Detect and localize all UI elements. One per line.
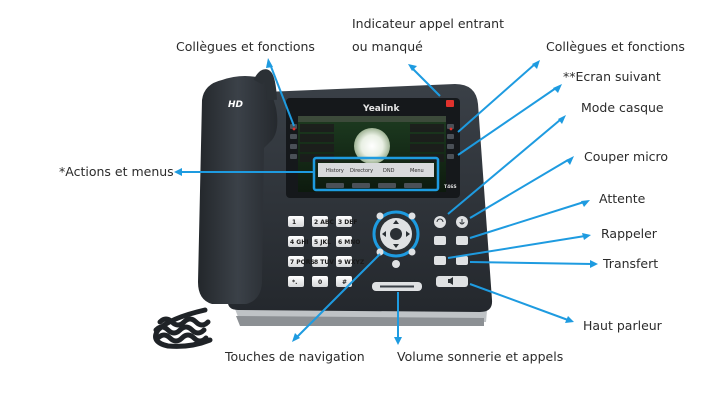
arrow-attente [469, 200, 590, 239]
dial-keypad[interactable]: 1 2 ABC 3 DEF 4 GHI 5 JKL 6 MNO 7 PQRS 8… [288, 216, 365, 287]
label-indicateur-line2: ou manqué [352, 39, 423, 54]
label-couper-micro: Couper micro [584, 149, 669, 164]
line-keys-right[interactable] [447, 124, 454, 159]
hd-badge: HD [228, 100, 244, 110]
arrow-collegues-right [457, 60, 540, 133]
key-3: 3 DEF [338, 219, 357, 226]
arrow-touches-navigation [292, 253, 381, 342]
message-key[interactable] [434, 236, 446, 245]
label-collegues-left: Collègues et fonctions [176, 39, 315, 54]
label-mode-casque: Mode casque [581, 100, 664, 115]
arrow-volume [394, 292, 402, 345]
key-star: *. [292, 279, 297, 286]
arrow-actions-menus [174, 156, 440, 192]
arrow-collegues-left [266, 58, 295, 127]
handset[interactable]: HD [198, 69, 278, 304]
softkey-dnd: DND [383, 168, 395, 174]
label-volume: Volume sonnerie et appels [397, 349, 564, 364]
function-keys[interactable] [434, 216, 468, 287]
headset-icon [436, 218, 444, 223]
arrow-rappeler [447, 233, 591, 259]
dandelion-wallpaper [354, 128, 390, 164]
message-led [446, 100, 454, 107]
ok-button[interactable] [390, 228, 402, 240]
label-collegues-right: Collègues et fonctions [546, 39, 685, 54]
arrow-indicateur [408, 64, 441, 97]
key-hash: # [342, 279, 347, 286]
key-1: 1 [292, 219, 296, 226]
label-touches-navigation: Touches de navigation [225, 349, 365, 364]
phone-base-edge [236, 316, 484, 326]
label-haut-parleur: Haut parleur [583, 318, 662, 333]
nav-up-icon[interactable] [393, 220, 399, 224]
speaker-icon [448, 277, 453, 285]
microphone-icon [459, 219, 465, 225]
key-6: 6 MNO [338, 239, 360, 246]
key-8: 8 TUV [314, 259, 334, 266]
callout-arrows [174, 58, 598, 345]
coiled-cord [153, 307, 213, 349]
arrow-mode-casque [447, 115, 566, 215]
softkey-menu: Menu [410, 168, 424, 174]
label-indicateur-line1: Indicateur appel entrant [352, 16, 504, 31]
key-4: 4 GHI [290, 239, 308, 246]
transfer-key[interactable] [456, 256, 468, 265]
arrow-transfert [469, 260, 598, 268]
softkey-history: History [326, 168, 344, 174]
label-attente: Attente [599, 191, 646, 206]
label-rappeler: Rappeler [601, 226, 657, 241]
softkey-highlight-box [312, 156, 440, 192]
softkey-labels: History Directory DND Menu [326, 168, 424, 174]
desk-phone: HD Yealink History [153, 69, 493, 349]
arrow-ecran-suivant [457, 84, 562, 156]
arrow-haut-parleur [469, 283, 574, 323]
nav-down-icon[interactable] [393, 244, 399, 248]
key-7: 7 PQRS [290, 259, 315, 266]
nav-left-icon[interactable] [382, 231, 386, 237]
label-ecran-suivant: **Ecran suivant [563, 69, 661, 84]
label-transfert: Transfert [603, 256, 659, 271]
softkey-directory: Directory [350, 168, 373, 174]
key-5: 5 JKL [314, 239, 331, 246]
line-keys-left[interactable] [290, 124, 297, 159]
nav-right-icon[interactable] [406, 231, 410, 237]
key-2: 2 ABC [314, 219, 334, 226]
label-actions-menus: *Actions et menus [59, 164, 174, 179]
hold-key[interactable] [456, 236, 468, 245]
model-label: T46S [444, 184, 457, 190]
key-9: 9 WXYZ [338, 259, 365, 266]
headset-key[interactable] [434, 216, 446, 228]
softkey-buttons[interactable] [326, 183, 422, 188]
arrow-couper-micro [469, 156, 574, 219]
redial-key[interactable] [434, 256, 446, 265]
navigation-cluster[interactable] [372, 210, 420, 268]
brand-logo: Yealink [362, 104, 400, 114]
phone-screen [298, 116, 446, 192]
key-0: 0 [318, 279, 322, 286]
